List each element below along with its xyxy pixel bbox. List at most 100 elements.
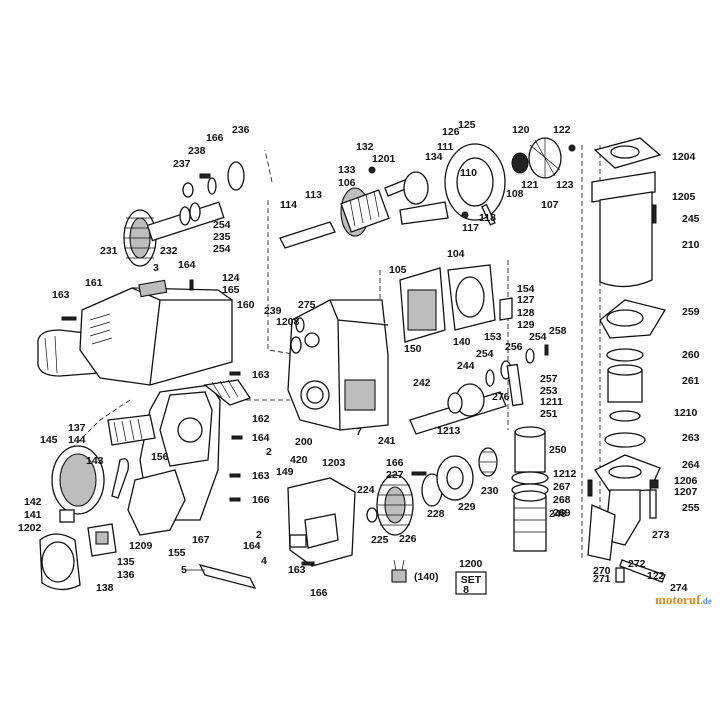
part-label: 137: [68, 422, 86, 434]
part-label: 258: [549, 325, 567, 337]
set-badge-label: SET: [461, 574, 482, 586]
part-label: 1208: [276, 316, 300, 328]
watermark-brand: motoruf: [655, 592, 701, 607]
part-label: 267: [553, 481, 571, 493]
part-label: 114: [280, 199, 297, 211]
part-label: 248: [549, 508, 567, 520]
part-label: 274: [670, 582, 688, 594]
part-label: 155: [168, 547, 186, 559]
part-label: 124: [222, 272, 240, 284]
part-label: 1202: [18, 522, 42, 534]
part-label: 420: [290, 454, 308, 466]
part-label: 163: [288, 564, 306, 576]
part-label: 228: [427, 508, 445, 520]
part-label: 128: [517, 307, 535, 319]
part-label: 3: [153, 262, 159, 274]
part-label: 118: [479, 212, 496, 224]
part-label: 113: [305, 189, 322, 201]
part-label: 261: [682, 375, 700, 387]
part-label: 123: [556, 179, 574, 191]
part-label: 1203: [322, 457, 346, 469]
part-label: 259: [682, 306, 700, 318]
part-label: 1205: [672, 191, 696, 203]
part-label: 236: [232, 124, 250, 136]
part-label: 134: [425, 151, 443, 163]
part-label: 230: [481, 485, 499, 497]
part-label: 129: [517, 319, 535, 331]
part-label: 164: [178, 259, 196, 271]
part-label: 229: [458, 501, 476, 513]
part-label: 1211: [540, 396, 563, 408]
part-label: 224: [357, 484, 375, 496]
part-label: 1201: [372, 153, 396, 165]
spindle-gear-train: [409, 344, 549, 552]
part-label: 264: [682, 459, 700, 471]
part-label: 241: [378, 435, 396, 447]
part-label: 117: [462, 222, 479, 234]
part-label: 2: [256, 529, 262, 541]
set-badge: SET 8: [455, 571, 487, 596]
part-label: 166: [206, 132, 224, 144]
part-label: 238: [188, 145, 206, 157]
part-label: 232: [160, 245, 178, 257]
part-label: 164: [243, 540, 261, 552]
part-label: 275: [298, 299, 316, 311]
part-label: 1209: [129, 540, 153, 552]
part-label: 254: [529, 331, 547, 343]
part-label: 165: [222, 284, 240, 296]
motoruf-watermark: motoruf.de: [655, 592, 712, 608]
part-label: 166: [310, 587, 328, 599]
switch-brush-assembly: [39, 414, 186, 591]
part-label: 254: [213, 219, 231, 231]
set-badge-number: 8: [463, 584, 469, 596]
part-label: 4: [261, 555, 267, 567]
part-label: 239: [264, 305, 282, 317]
part-label: 122: [647, 570, 665, 582]
part-label: 107: [541, 199, 559, 211]
motor-housing-assembly: [37, 279, 233, 386]
field-stator: [399, 264, 513, 343]
part-label: 120: [512, 124, 530, 136]
part-label: 149: [276, 466, 294, 478]
part-label: 244: [457, 360, 475, 372]
part-label: 121: [521, 179, 539, 191]
part-label: 254: [213, 243, 231, 255]
part-label: 140: [453, 336, 471, 348]
part-label: 127: [517, 294, 535, 306]
part-label: 138: [96, 582, 114, 594]
part-label: 126: [442, 126, 460, 138]
part-label: 245: [682, 213, 700, 225]
part-label: 255: [682, 502, 700, 514]
part-label: 1206: [674, 475, 698, 487]
part-label: 200: [295, 436, 313, 448]
part-label: 253: [540, 385, 558, 397]
part-label: 268: [553, 494, 571, 506]
part-label: 1204: [672, 151, 696, 163]
part-label: 161: [85, 277, 103, 289]
part-label: 276: [492, 391, 510, 403]
part-label: 111: [437, 141, 454, 153]
part-label: 164: [252, 432, 270, 444]
part-label: 133: [338, 164, 356, 176]
part-label: 153: [484, 331, 502, 343]
part-label: 1207: [674, 486, 698, 498]
part-label: 251: [540, 408, 558, 420]
part-label: 142: [24, 496, 42, 508]
part-label: 150: [404, 343, 422, 355]
center-housing-200: [287, 299, 389, 431]
part-label: 136: [117, 569, 135, 581]
part-label: 226: [399, 533, 417, 545]
part-label: 122: [553, 124, 571, 136]
part-label: 104: [447, 248, 465, 260]
intermediate-gear-assembly: [123, 161, 245, 267]
part-label: 145: [40, 434, 58, 446]
part-label: 7: [356, 426, 362, 438]
part-label: 235: [213, 231, 231, 243]
part-label: 106: [338, 177, 356, 189]
part-label: 1213: [437, 425, 461, 437]
large-gear-226: [366, 447, 498, 536]
part-label: 250: [549, 444, 567, 456]
part-label: 5: [181, 564, 187, 576]
part-label: 132: [356, 141, 374, 153]
